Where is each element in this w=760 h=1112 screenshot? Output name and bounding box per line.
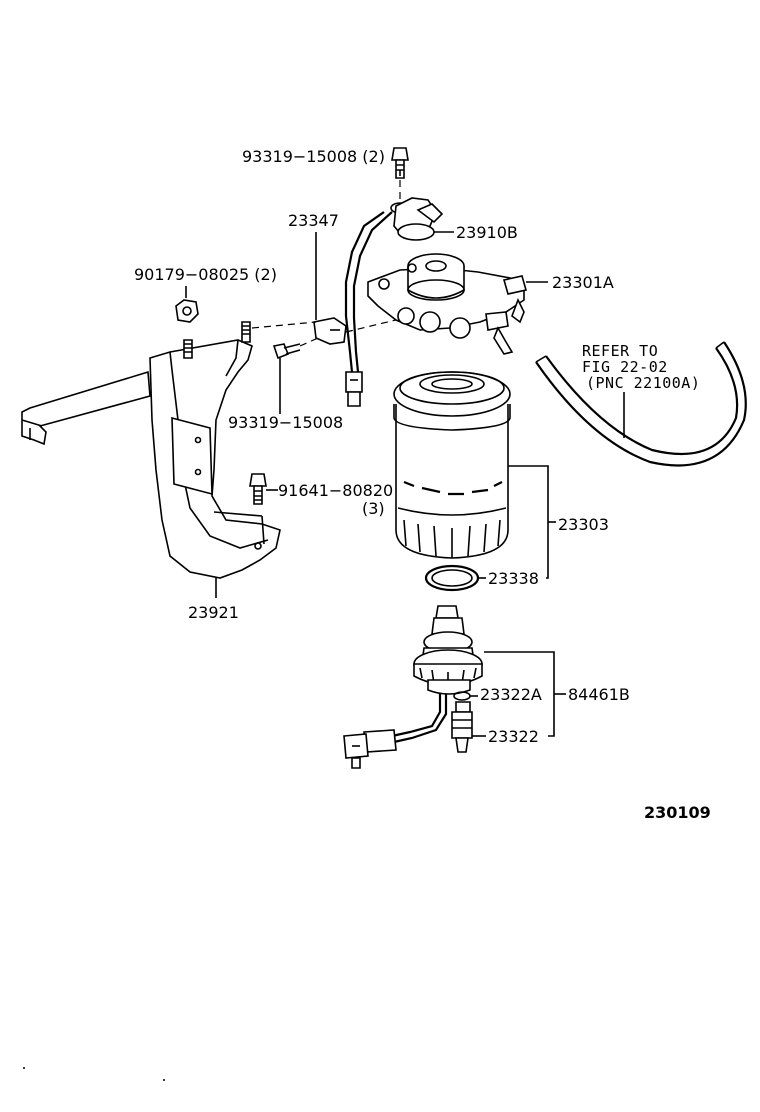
label-23347: 23347 xyxy=(288,211,339,230)
label-23322A: 23322A xyxy=(480,685,542,704)
pump-cap-23910B xyxy=(393,197,454,241)
label-23322: 23322 xyxy=(488,727,539,746)
label-91641-qty: (3) xyxy=(362,499,385,518)
bracket-23921 xyxy=(21,321,281,598)
bolt-91641-80820 xyxy=(249,473,278,505)
label-93319-15008: 93319−15008 xyxy=(228,413,343,432)
fuel-hose xyxy=(535,341,747,467)
label-23303: 23303 xyxy=(558,515,609,534)
filter-housing-23301A xyxy=(367,253,548,355)
label-23338: 23338 xyxy=(488,569,539,588)
o-ring-23338 xyxy=(424,564,486,592)
label-23301A: 23301A xyxy=(552,273,614,292)
label-23921: 23921 xyxy=(188,603,239,622)
sensor-wire-harness xyxy=(344,211,393,407)
refer-note-line3: (PNC 22100A) xyxy=(586,374,700,392)
label-23910B: 23910B xyxy=(456,223,518,242)
bolt-93319-15008 xyxy=(272,337,319,414)
filter-element-23303 xyxy=(393,371,556,579)
scan-speck xyxy=(23,1067,25,1069)
nut-90179-08025 xyxy=(175,286,199,323)
scan-speck xyxy=(163,1079,165,1081)
label-91641-80820: 91641−80820 xyxy=(278,481,393,500)
refer-note-line1: REFER TO xyxy=(582,342,658,360)
figure-number: 230109 xyxy=(644,803,711,822)
refer-note-line2: FIG 22-02 xyxy=(582,358,668,376)
label-90179-08025-2: 90179−08025 (2) xyxy=(134,265,277,284)
sensor-23347 xyxy=(251,232,405,345)
water-sensor-84461B xyxy=(343,605,566,769)
label-84461B: 84461B xyxy=(568,685,630,704)
label-93319-15008-2: 93319−15008 (2) xyxy=(242,147,385,166)
